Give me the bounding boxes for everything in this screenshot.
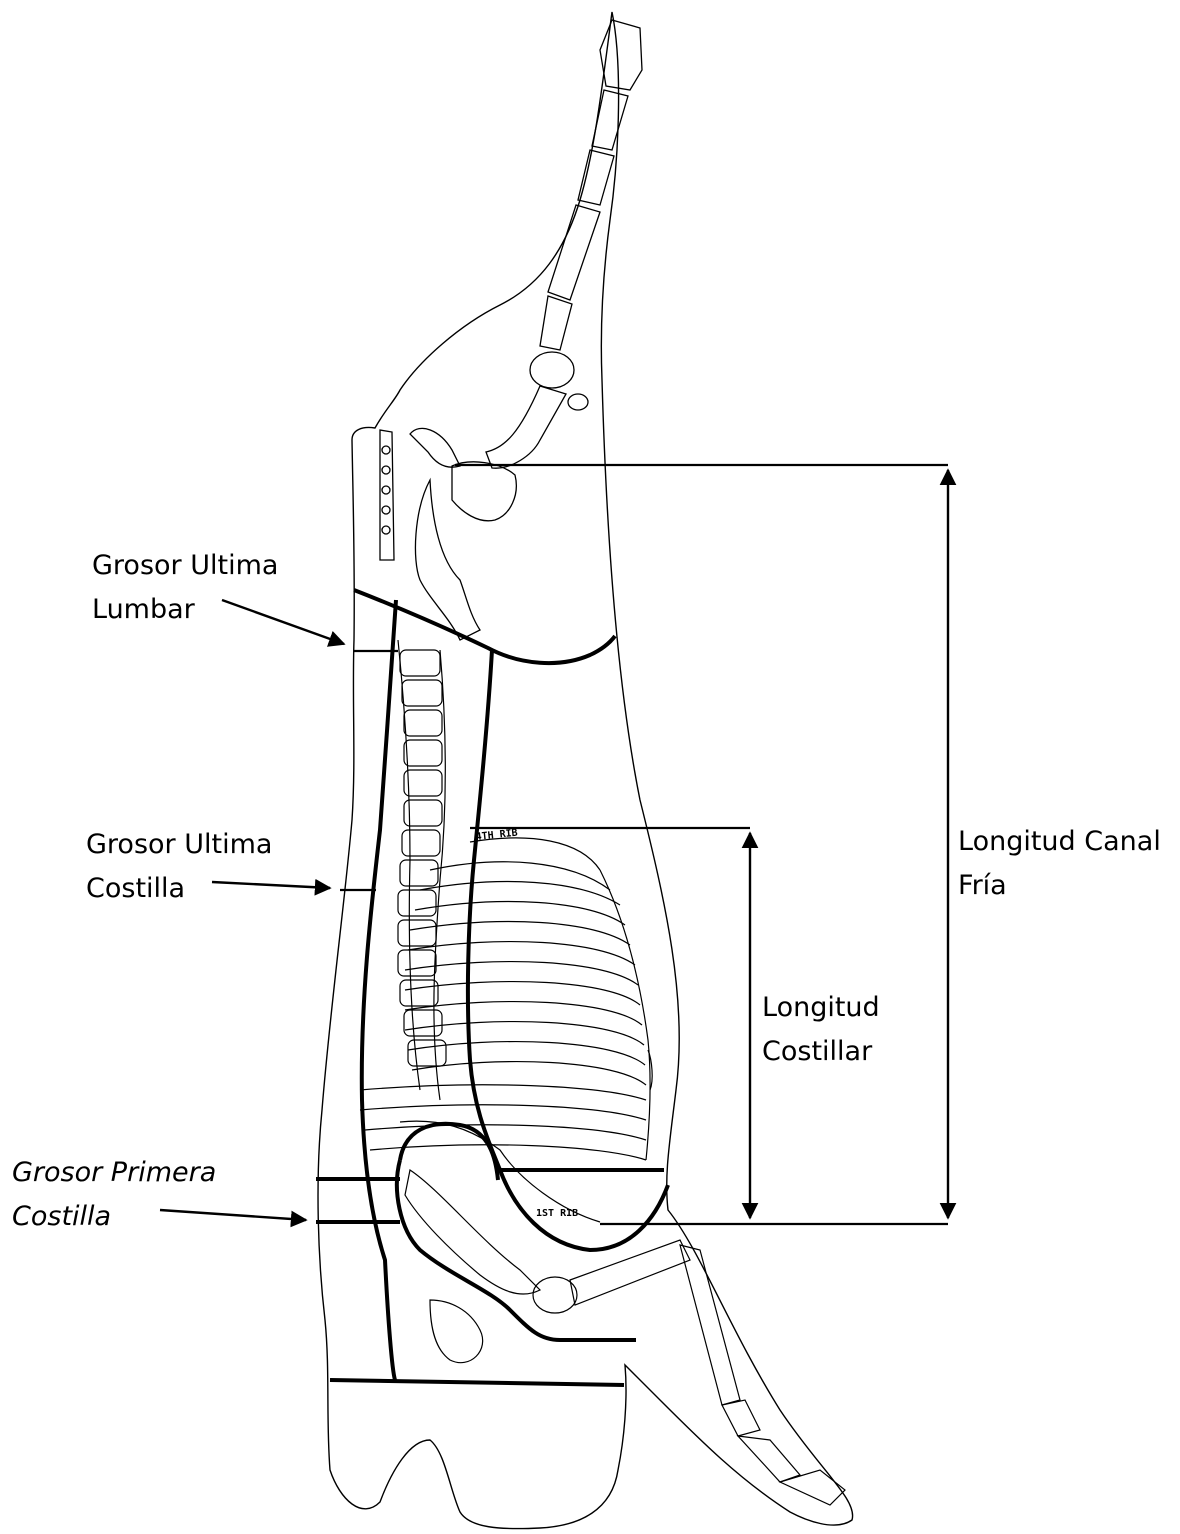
cut-line-loin-vertical — [362, 600, 396, 1380]
label-longitud-costillar-line2: Costillar — [762, 1030, 880, 1074]
label-grosor-ultima-lumbar: Grosor Ultima Lumbar — [92, 544, 278, 632]
label-longitud-canal-fria-line2: Fría — [958, 864, 1161, 908]
cut-line-neck — [330, 1380, 624, 1385]
label-grosor-ultima-costilla-line2: Costilla — [86, 867, 272, 911]
cut-lines — [316, 590, 668, 1385]
label-grosor-primera-costilla: Grosor Primera Costilla — [12, 1151, 216, 1239]
label-longitud-costillar-line1: Longitud — [762, 986, 880, 1030]
label-grosor-ultima-costilla: Grosor Ultima Costilla — [86, 823, 272, 911]
label-grosor-ultima-lumbar-line1: Grosor Ultima — [92, 544, 278, 588]
spine-vertebrae — [398, 640, 446, 1100]
label-longitud-canal-fria-line1: Longitud Canal — [958, 820, 1161, 864]
cut-line-belly-vertical — [468, 650, 668, 1250]
label-longitud-costillar: Longitud Costillar — [762, 986, 880, 1074]
label-grosor-primera-costilla-line1: Grosor Primera — [12, 1151, 216, 1195]
rib-tag-last: 4TH RIB — [475, 828, 518, 843]
dimension-arrows — [750, 470, 948, 1218]
label-grosor-primera-costilla-line2: Costilla — [12, 1195, 216, 1239]
hind-leg-bones — [380, 20, 642, 640]
rib-tag-first: 1ST RIB — [536, 1208, 578, 1219]
label-longitud-canal-fria: Longitud Canal Fría — [958, 820, 1161, 908]
label-grosor-ultima-costilla-line1: Grosor Ultima — [86, 823, 272, 867]
label-grosor-ultima-lumbar-line2: Lumbar — [92, 588, 278, 632]
fore-leg-bones — [405, 1170, 845, 1505]
reference-lines — [340, 465, 948, 1224]
